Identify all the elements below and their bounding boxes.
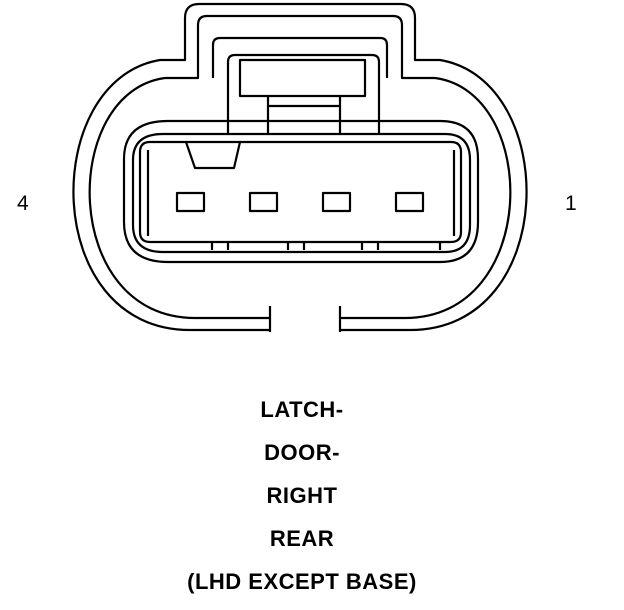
bottom-key-notch [268,306,342,332]
insert-inner-edge [146,150,456,236]
connector-caption: LATCH- DOOR- RIGHT REAR (LHD EXCEPT BASE… [0,395,604,610]
caption-line-3: RIGHT [266,483,338,508]
pin-cavity-2 [321,191,352,213]
caption-line-4: REAR [269,526,335,551]
pin-number-4-label: 4 [17,192,29,215]
housing-inner-outline [88,14,512,320]
latch-button [238,58,367,98]
pin-cavity-group [175,191,425,213]
polarizing-key [184,141,242,170]
pin-number-1-label: 1 [565,192,577,215]
housing-outer-outline [72,2,528,332]
caption-line-1: LATCH- [260,397,344,422]
connector-face-drawing [72,2,528,332]
latch-body [226,53,381,134]
terminal-insert [138,140,463,244]
latch-channel [211,36,389,78]
pin-cavity-4 [175,191,206,213]
cavity-ring-outer [122,119,480,264]
caption-line-5: (LHD EXCEPT BASE) [187,569,417,594]
latch-stem [266,96,342,134]
pin-cavity-1 [394,191,425,213]
insert-bottom-ribs [210,242,442,250]
pin-cavity-3 [248,191,279,213]
cavity-ring-middle [131,132,472,254]
caption-line-2: DOOR- [264,440,340,465]
